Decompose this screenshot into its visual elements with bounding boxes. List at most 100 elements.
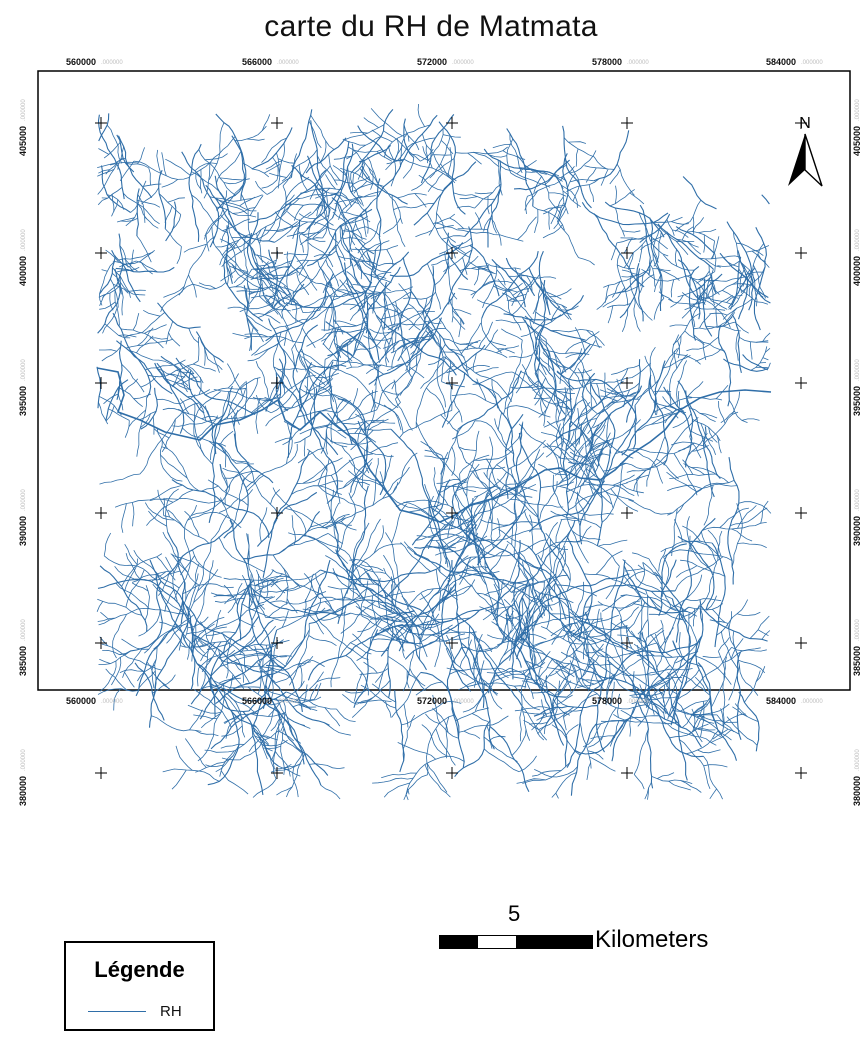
river-segment — [422, 291, 436, 313]
river-segment — [510, 499, 564, 508]
svg-text:.000000: .000000 — [627, 60, 649, 66]
river-segment — [610, 488, 639, 512]
river-segment — [420, 440, 446, 468]
river-segment — [219, 464, 228, 505]
river-segment — [519, 705, 523, 742]
river-segment — [460, 642, 485, 708]
river-segment — [653, 231, 662, 267]
river-segment — [257, 292, 292, 318]
river-segment — [666, 231, 702, 301]
river-segment — [306, 333, 327, 347]
river-segment — [677, 535, 715, 610]
river-segment — [341, 445, 367, 492]
river-segment — [450, 243, 467, 255]
river-segment — [313, 254, 332, 257]
river-segment — [616, 164, 635, 196]
river-segment — [132, 570, 173, 583]
river-segment — [522, 561, 531, 620]
river-segment — [534, 766, 578, 778]
river-segment — [420, 327, 446, 343]
river-segment — [709, 788, 717, 800]
river-segment — [416, 310, 435, 313]
scale-bar — [439, 935, 593, 949]
river-segment — [626, 602, 646, 634]
river-segment — [607, 659, 702, 748]
river-segment — [136, 398, 147, 457]
river-segment — [452, 555, 469, 574]
river-segment — [151, 659, 157, 689]
river-segment — [380, 307, 415, 320]
river-segment — [473, 151, 500, 168]
river-segment — [160, 355, 201, 383]
river-segment — [226, 363, 243, 397]
river-segment — [349, 132, 368, 134]
river-segment — [146, 489, 194, 526]
river-segment — [593, 130, 630, 182]
river-segment — [323, 722, 351, 736]
river-segment — [99, 473, 140, 485]
legend-label: RH — [160, 1002, 182, 1020]
river-segment — [600, 707, 617, 741]
river-segment — [144, 585, 150, 621]
river-segment — [259, 296, 274, 309]
river-segment — [460, 339, 481, 354]
river-segment — [246, 475, 264, 493]
river-segment — [391, 195, 399, 231]
river-segment — [589, 384, 593, 409]
river-segment — [535, 658, 554, 684]
svg-text:.000000: .000000 — [855, 99, 861, 121]
river-segment — [710, 729, 732, 743]
river-segment — [587, 750, 604, 760]
river-segment — [115, 583, 150, 609]
river-segment — [696, 270, 710, 284]
river-segment — [636, 651, 696, 658]
river-segment — [717, 260, 741, 267]
grid-cross — [795, 117, 807, 129]
river-segment — [197, 415, 218, 438]
river-segment — [597, 539, 628, 547]
river-segment — [506, 128, 534, 207]
river-segment — [730, 638, 744, 660]
river-segment — [320, 565, 442, 583]
river-segment — [538, 667, 542, 686]
river-segment — [674, 556, 723, 592]
river-segment — [272, 554, 289, 605]
river-segment — [421, 724, 448, 757]
river-segment — [671, 508, 678, 557]
river-segment — [465, 255, 479, 269]
river-segment — [372, 638, 402, 641]
river-segment — [391, 303, 404, 317]
river-segment — [238, 618, 255, 627]
river-segment — [119, 245, 129, 268]
river-segment — [682, 525, 701, 542]
river-segment — [756, 301, 769, 305]
river-segment — [296, 453, 374, 485]
river-segment — [662, 396, 686, 416]
river-segment — [723, 713, 746, 724]
river-segment — [103, 393, 119, 405]
river-segment — [716, 599, 749, 636]
river-segment — [321, 193, 328, 218]
river-segment — [440, 583, 472, 692]
river-segment — [615, 185, 617, 204]
river-segment — [757, 290, 771, 304]
river-segment — [427, 324, 436, 342]
river-segment — [697, 749, 721, 754]
grid-cross — [621, 637, 633, 649]
river-segment — [695, 296, 722, 313]
river-segment — [243, 511, 321, 560]
river-segment — [545, 532, 571, 592]
river-segment — [301, 161, 311, 178]
river-segment — [374, 240, 390, 251]
river-segment — [171, 370, 181, 388]
river-segment — [115, 233, 124, 287]
svg-text:390000: 390000 — [852, 516, 862, 546]
river-segment — [328, 280, 338, 297]
river-segment — [738, 501, 772, 514]
river-segment — [184, 510, 200, 537]
river-segment — [164, 206, 173, 223]
river-segment — [692, 216, 695, 235]
river-segment — [283, 571, 327, 592]
river-segment — [221, 725, 243, 737]
river-segment — [547, 550, 567, 587]
